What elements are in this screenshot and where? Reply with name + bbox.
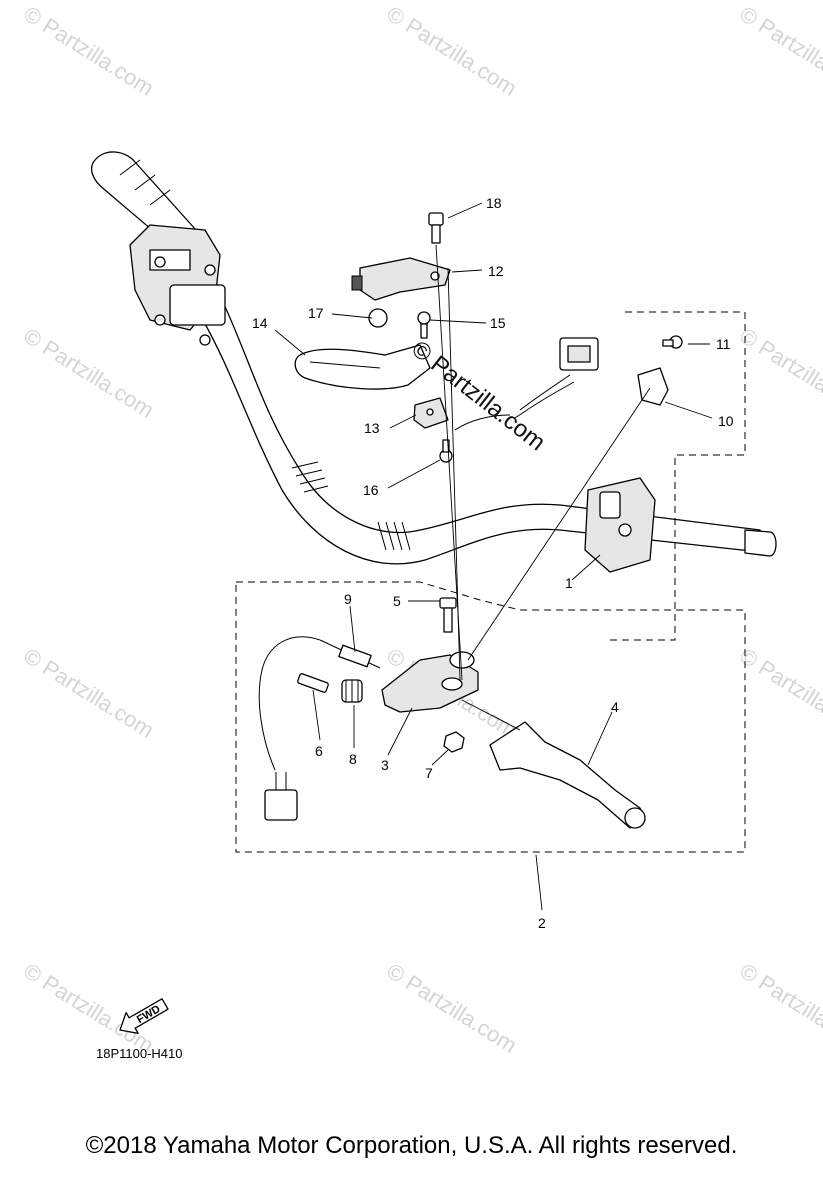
callouts: 1 2 3 4 5 6 7 8 9 10 11 12 13 14 15 16 1… bbox=[252, 195, 734, 931]
callout-4: 4 bbox=[611, 699, 619, 715]
watermark: © Partzilla.com bbox=[19, 1, 158, 101]
watermark: © Partzilla.com bbox=[735, 643, 823, 743]
group-box-1 bbox=[605, 311, 746, 641]
callout-11: 11 bbox=[716, 336, 731, 352]
watermark: © Partzilla.com bbox=[382, 1, 521, 101]
copyright-notice: ©2018 Yamaha Motor Corporation, U.S.A. A… bbox=[85, 1132, 738, 1159]
callout-17: 17 bbox=[308, 305, 324, 321]
callout-14: 14 bbox=[252, 315, 268, 331]
clutch-switch bbox=[258, 636, 381, 821]
hot-start-lever bbox=[294, 344, 431, 390]
callout-12: 12 bbox=[488, 263, 504, 279]
handlebar bbox=[199, 299, 777, 565]
watermark: © Partzilla.com bbox=[19, 643, 158, 743]
watermark: © Partzilla.com bbox=[735, 323, 823, 423]
nut-7 bbox=[443, 731, 465, 753]
callout-8: 8 bbox=[349, 751, 357, 767]
callout-5: 5 bbox=[393, 593, 401, 609]
watermark-center: © Partzilla.com bbox=[406, 335, 550, 456]
watermark: © Partzilla.com bbox=[735, 958, 823, 1058]
callout-9: 9 bbox=[344, 591, 352, 607]
callout-1: 1 bbox=[565, 575, 573, 591]
watermark: © Partzilla.com bbox=[382, 958, 521, 1058]
callout-3: 3 bbox=[381, 757, 389, 773]
diagram-code: 18P1100-H410 bbox=[96, 1046, 183, 1061]
callout-7: 7 bbox=[425, 765, 433, 781]
plate-13 bbox=[413, 397, 449, 429]
callout-15: 15 bbox=[490, 315, 506, 331]
lever-holder bbox=[381, 651, 479, 713]
bolt-18 bbox=[428, 212, 444, 244]
bolt-15 bbox=[417, 311, 431, 339]
watermark: © Partzilla.com bbox=[735, 1, 823, 101]
master-cylinder bbox=[129, 224, 226, 346]
knurling bbox=[291, 461, 411, 551]
leader-lines bbox=[274, 202, 713, 911]
switch-assembly bbox=[584, 477, 656, 573]
screw-11 bbox=[662, 335, 683, 349]
screw-16 bbox=[439, 439, 453, 463]
axis-line bbox=[461, 699, 521, 731]
group-box-2 bbox=[235, 581, 746, 853]
watermark: © Partzilla.com bbox=[19, 323, 158, 423]
holder-bracket bbox=[351, 257, 451, 301]
wiring-harness bbox=[454, 337, 599, 431]
callout-13: 13 bbox=[364, 420, 380, 436]
adjuster-8 bbox=[341, 679, 363, 703]
callout-10: 10 bbox=[718, 413, 734, 429]
callout-2: 2 bbox=[538, 915, 546, 931]
callout-6: 6 bbox=[315, 743, 323, 759]
callout-18: 18 bbox=[486, 195, 502, 211]
clamp-10 bbox=[637, 367, 669, 406]
watermark: © Partzilla.com bbox=[19, 958, 158, 1058]
axis-line bbox=[447, 267, 461, 681]
clutch-lever bbox=[489, 721, 646, 829]
bolt-5 bbox=[439, 597, 457, 633]
axis-line bbox=[467, 387, 651, 661]
callout-16: 16 bbox=[363, 482, 379, 498]
fwd-label: FWD bbox=[135, 1003, 163, 1026]
adjuster-6 bbox=[297, 673, 329, 693]
